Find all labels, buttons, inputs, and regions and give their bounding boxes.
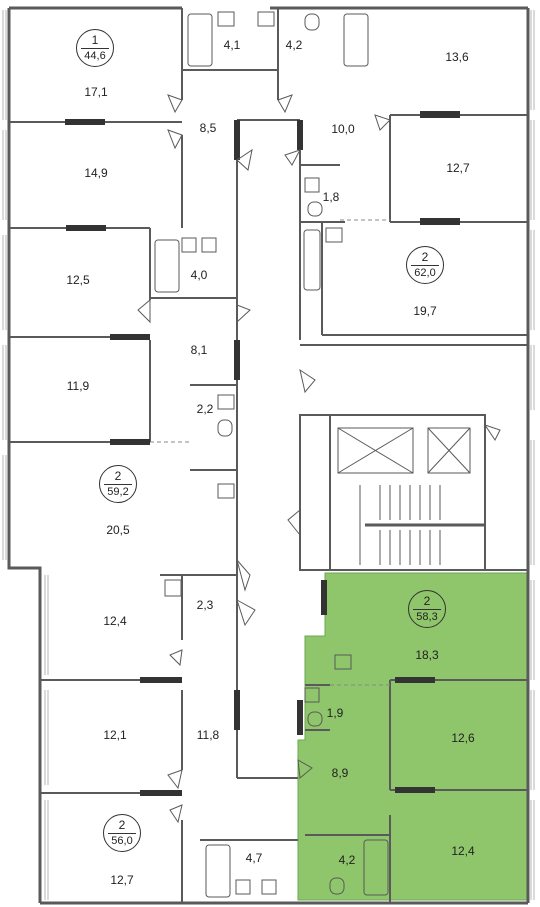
room-area-label: 18,3 xyxy=(415,648,439,662)
room-area-label: 8,1 xyxy=(190,343,208,357)
room-area-label: 12,6 xyxy=(451,731,475,745)
room-area-label: 4,1 xyxy=(223,38,241,52)
room-area-label: 12,5 xyxy=(66,273,90,287)
room-area-label: 10,0 xyxy=(331,122,355,136)
apartment-total-area: 44,6 xyxy=(84,50,106,62)
room-area-label: 12,4 xyxy=(103,614,127,628)
room-area-label: 20,5 xyxy=(106,523,130,537)
room-area-label: 12,7 xyxy=(110,873,134,887)
room-area-label: 12,4 xyxy=(451,844,475,858)
room-area-label: 8,9 xyxy=(331,766,349,780)
bathtubs xyxy=(154,13,389,898)
room-area-label: 4,7 xyxy=(245,851,263,865)
apartment-total-area: 56,0 xyxy=(111,835,133,847)
room-area-label: 13,6 xyxy=(445,50,469,64)
windows xyxy=(2,10,535,900)
room-area-label: 2,3 xyxy=(196,598,214,612)
room-area-label: 2,2 xyxy=(196,402,214,416)
apartment-total-area: 59,2 xyxy=(107,486,129,498)
room-area-label: 8,5 xyxy=(199,121,217,135)
room-area-label: 12,7 xyxy=(446,161,470,175)
apartment-badge-1[interactable]: 1 44,6 xyxy=(76,29,114,67)
apartment-total-area: 62,0 xyxy=(414,267,436,279)
zone-separators xyxy=(150,219,390,686)
heavy-wall-segments xyxy=(65,111,460,796)
room-area-label: 4,0 xyxy=(190,268,208,282)
room-area-label: 19,7 xyxy=(413,304,437,318)
room-area-label: 12,1 xyxy=(103,728,127,742)
apartment-rooms: 2 xyxy=(118,818,126,832)
room-area-label: 14,9 xyxy=(84,166,108,180)
apartment-badge-2c[interactable]: 2 58,3 xyxy=(408,590,446,628)
apartment-badge-2a[interactable]: 2 62,0 xyxy=(406,246,444,284)
elevators xyxy=(337,427,471,474)
apartment-badge-2d[interactable]: 2 56,0 xyxy=(103,814,141,852)
door-swings xyxy=(137,94,501,824)
room-area-label: 11,8 xyxy=(196,728,220,742)
outer-walls xyxy=(7,6,530,905)
staircase xyxy=(359,485,485,565)
apartment-rooms: 2 xyxy=(421,250,429,264)
room-area-label: 11,9 xyxy=(66,379,90,393)
room-area-label: 4,2 xyxy=(338,853,356,867)
apartment-rooms: 2 xyxy=(114,469,122,483)
room-area-label: 1,9 xyxy=(326,706,344,720)
room-area-label: 4,2 xyxy=(285,38,303,52)
fixtures xyxy=(164,11,352,895)
room-area-label: 17,1 xyxy=(84,85,108,99)
apartment-rooms: 2 xyxy=(423,594,431,608)
apartment-total-area: 58,3 xyxy=(416,611,438,623)
room-area-label: 1,8 xyxy=(322,190,340,204)
apartment-rooms: 1 xyxy=(91,33,99,47)
apartment-badge-2b[interactable]: 2 59,2 xyxy=(99,465,137,503)
